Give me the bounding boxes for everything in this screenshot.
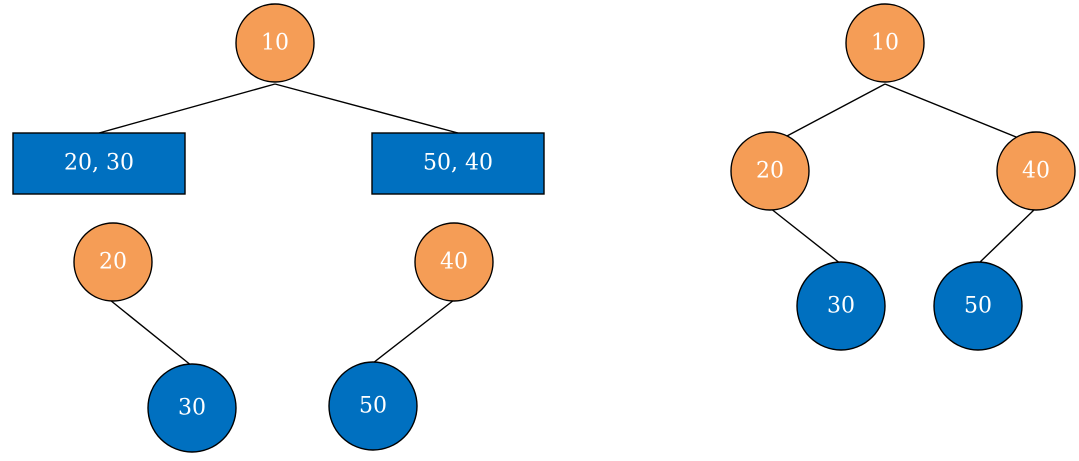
edge-left-root-to-group-right	[274, 83, 459, 134]
right-node-30-circle	[796, 261, 886, 351]
left-node-30-circle	[147, 363, 237, 453]
edge-right-20-to-30	[769, 207, 842, 265]
left-group-label-20-30: 20, 30	[64, 151, 134, 176]
left-group-node-50-40: 50, 40	[371, 132, 545, 195]
right-node-40-circle	[996, 131, 1076, 211]
right-node-50: 50	[933, 261, 1023, 351]
left-group-rect-50-40	[371, 132, 545, 195]
left-group-rect-20-30	[12, 132, 186, 195]
edge-right-root-to-40	[884, 83, 1037, 146]
edge-right-root-to-20	[769, 83, 886, 146]
left-node-50-label: 50	[359, 394, 387, 419]
left-node-20-circle	[73, 222, 153, 302]
edge-left-root-to-group-left	[98, 83, 276, 134]
left-node-50: 50	[328, 361, 418, 451]
right-root-circle	[845, 3, 925, 83]
left-node-40-circle	[414, 222, 494, 302]
right-node-20-circle	[730, 131, 810, 211]
right-node-40: 40	[996, 131, 1076, 211]
left-node-30: 30	[147, 363, 237, 453]
left-group-label-50-40: 50, 40	[423, 151, 493, 176]
left-node-20-label: 20	[99, 250, 127, 275]
left-root-node: 10	[235, 3, 315, 83]
right-root-node: 10	[845, 3, 925, 83]
right-node-20: 20	[730, 131, 810, 211]
right-root-label: 10	[871, 31, 899, 56]
left-node-20: 20	[73, 222, 153, 302]
left-node-30-label: 30	[178, 396, 206, 421]
edge-left-20-to-30	[109, 299, 193, 367]
left-root-label: 10	[261, 31, 289, 56]
right-node-50-circle	[933, 261, 1023, 351]
edge-left-40-to-50	[372, 299, 455, 364]
right-node-30-label: 30	[827, 294, 855, 319]
left-group-node-20-30: 20, 30	[12, 132, 186, 195]
right-node-20-label: 20	[756, 159, 784, 184]
right-node-40-label: 40	[1022, 159, 1050, 184]
right-node-30: 30	[796, 261, 886, 351]
left-node-40-label: 40	[440, 250, 468, 275]
edge-right-40-to-50	[977, 207, 1037, 265]
left-root-circle	[235, 3, 315, 83]
left-node-50-circle	[328, 361, 418, 451]
left-node-40: 40	[414, 222, 494, 302]
right-node-50-label: 50	[964, 294, 992, 319]
